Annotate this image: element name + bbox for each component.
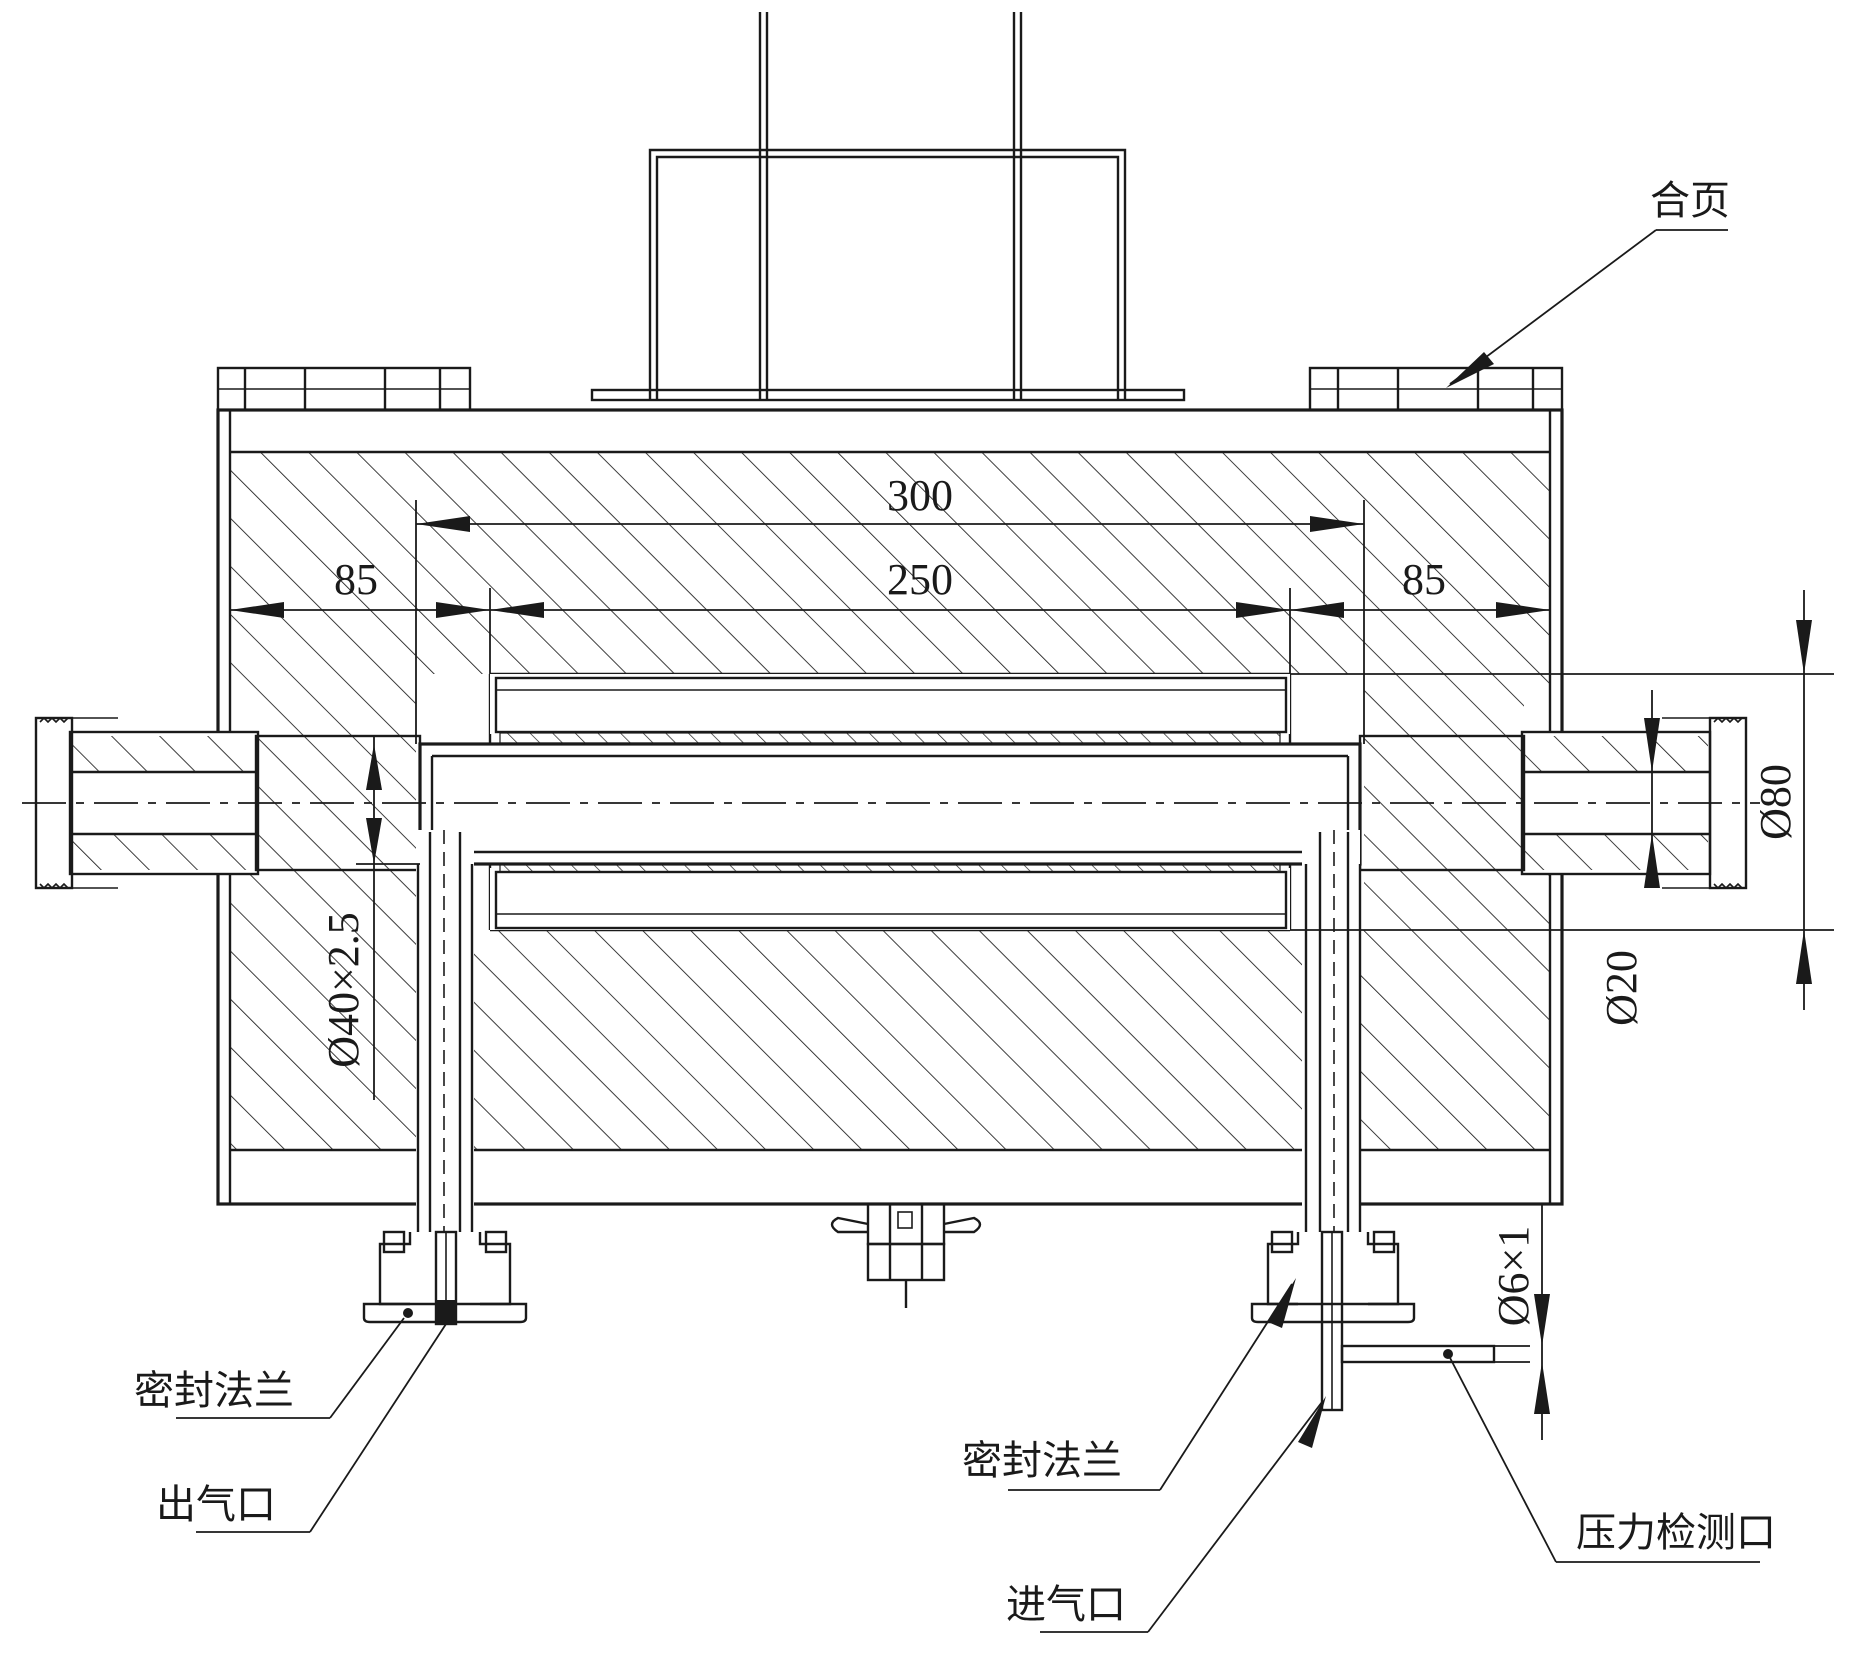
- dimension-d80-label: Ø80: [1751, 764, 1800, 840]
- dimension-d6-label: Ø6×1: [1489, 1226, 1538, 1327]
- quartz-tube: [418, 742, 1362, 866]
- inlet-callout: 进气口: [1006, 1396, 1326, 1633]
- outlet-callout: 出气口: [156, 1323, 447, 1533]
- dimension-d20: Ø20: [1597, 690, 1660, 1026]
- dimension-85-left-label: 85: [334, 555, 378, 604]
- upper-heating-element: [490, 674, 1290, 744]
- seal-flange-left-callout: 密封法兰: [134, 1317, 405, 1419]
- seal-flange-right-callout: 密封法兰: [962, 1278, 1296, 1491]
- seal-flange-left-label: 密封法兰: [134, 1368, 294, 1414]
- dimension-d20-label: Ø20: [1597, 950, 1646, 1026]
- dimension-300: 300: [415, 471, 1365, 744]
- right-hinge: [1308, 366, 1564, 412]
- dimension-85-right: 85: [1290, 555, 1550, 618]
- pressure-port-callout: 压力检测口: [1447, 1353, 1776, 1563]
- lower-heating-element: [490, 863, 1290, 930]
- hinge-callout: 合页: [1446, 178, 1730, 388]
- dimension-d40: Ø40×2.5: [319, 735, 420, 1100]
- inlet-label: 进气口: [1006, 1582, 1126, 1628]
- hinge-label: 合页: [1650, 178, 1730, 224]
- inlet-gas-pipe: [1302, 830, 1496, 1412]
- dimension-300-label: 300: [887, 471, 953, 520]
- dimension-d40-label: Ø40×2.5: [319, 912, 368, 1068]
- dimension-250-label: 250: [887, 555, 953, 604]
- left-seal-flange: [362, 1230, 528, 1324]
- outlet-gas-pipe: [416, 830, 474, 1326]
- outlet-label: 出气口: [156, 1482, 276, 1528]
- dimension-85-right-label: 85: [1402, 555, 1446, 604]
- dimension-d6: Ø6×1: [1489, 1204, 1550, 1440]
- dimension-d80: Ø80: [1290, 590, 1834, 1010]
- bottom-latch: [830, 1202, 982, 1308]
- left-hinge: [216, 366, 472, 412]
- right-seal-flange: [1250, 1230, 1416, 1324]
- seal-flange-right-label: 密封法兰: [962, 1438, 1122, 1484]
- dimension-85-left: 85: [230, 555, 490, 618]
- pressure-port-label: 压力检测口: [1576, 1510, 1776, 1556]
- top-handle: [590, 12, 1186, 402]
